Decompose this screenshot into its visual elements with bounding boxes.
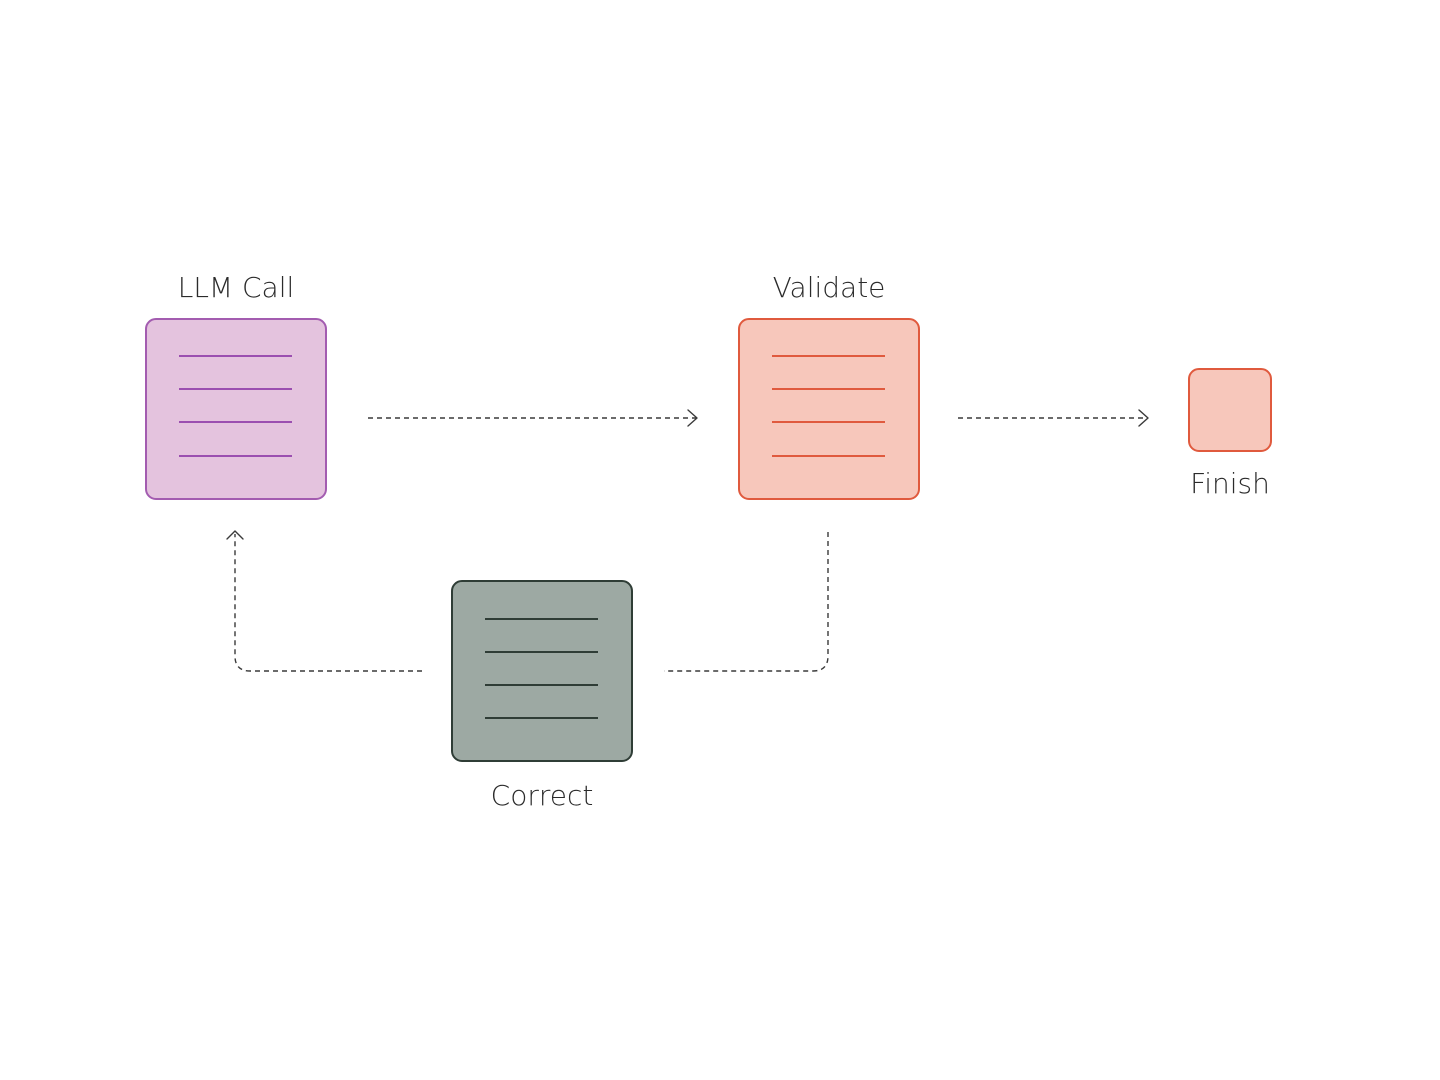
document-icon <box>738 318 920 500</box>
arrowhead-icon <box>1138 409 1149 427</box>
node-label-validate: Validate <box>773 271 886 304</box>
edges <box>234 417 1147 672</box>
node-label-finish: Finish <box>1190 467 1270 500</box>
node-finish[interactable]: Finish <box>1188 368 1272 500</box>
document-icon <box>145 318 327 500</box>
edge-validate-to-correct <box>664 532 829 672</box>
node-validate[interactable]: Validate <box>738 271 920 500</box>
document-icon <box>451 580 633 762</box>
node-label-llm-call: LLM Call <box>178 271 295 304</box>
node-llm-call[interactable]: LLM Call <box>145 271 327 500</box>
arrowhead-icon <box>687 409 698 427</box>
arrowheads <box>226 409 1149 540</box>
edge-correct-to-llm-call <box>234 534 422 672</box>
arrowhead-icon <box>226 530 244 540</box>
square-icon <box>1188 368 1272 452</box>
node-correct[interactable]: Correct <box>451 580 633 812</box>
node-label-correct: Correct <box>491 779 594 812</box>
